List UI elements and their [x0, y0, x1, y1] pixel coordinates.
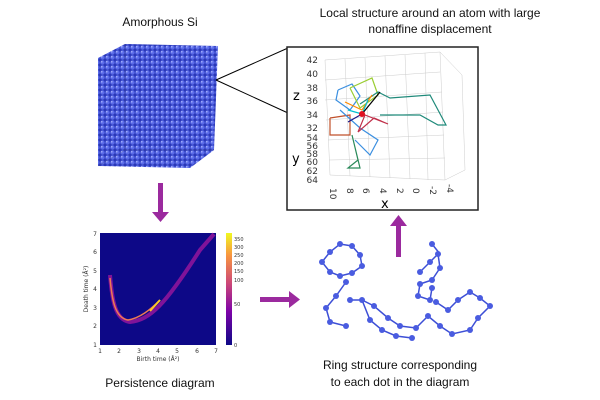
ring-title-1: Ring structure corresponding [322, 358, 478, 372]
z-tick: 38 [307, 84, 319, 94]
ring-structures [319, 241, 493, 341]
svg-text:4: 4 [93, 286, 97, 293]
arrow-up [390, 215, 407, 257]
heatmap-x-ticks: 1 2 3 4 5 6 7 [98, 348, 218, 355]
svg-text:1: 1 [98, 348, 102, 355]
persistence-heatmap [100, 232, 232, 345]
z-axis-label: z [293, 89, 300, 104]
x-axis-label: x [381, 197, 389, 212]
colorbar [226, 233, 232, 345]
x-tick: 6 [360, 188, 370, 194]
x-tick: -2 [427, 186, 437, 195]
svg-text:1: 1 [93, 342, 97, 349]
svg-text:150: 150 [234, 269, 244, 275]
svg-text:0: 0 [234, 343, 237, 349]
svg-text:7: 7 [93, 231, 97, 238]
svg-text:5: 5 [175, 348, 179, 355]
heatmap-hot [149, 299, 161, 312]
svg-text:5: 5 [93, 268, 97, 275]
z-ticks: 42 40 38 36 34 32 [307, 56, 319, 134]
svg-text:6: 6 [195, 348, 199, 355]
svg-text:2: 2 [117, 348, 121, 355]
x-tick: 8 [344, 188, 354, 194]
amorphous-si-cube [97, 44, 218, 168]
z-tick: 32 [307, 124, 318, 134]
y-tick: 54 [307, 134, 319, 144]
y-tick: 58 [307, 150, 319, 160]
svg-text:200: 200 [234, 261, 244, 267]
ring-polygons-3d [329, 77, 447, 169]
svg-text:300: 300 [234, 245, 244, 251]
x-tick: 2 [394, 188, 404, 194]
z-tick: 36 [307, 97, 319, 107]
arrow-right [260, 291, 300, 308]
svg-text:2: 2 [93, 323, 97, 330]
x-tick: -4 [444, 184, 454, 193]
x-tick: 0 [410, 188, 420, 194]
z-tick: 40 [307, 70, 319, 80]
svg-text:100: 100 [234, 278, 244, 284]
svg-text:50: 50 [234, 302, 240, 308]
y-ticks: 54 56 58 60 62 64 [307, 134, 319, 186]
y-tick: 64 [307, 176, 319, 186]
y-tick: 60 [307, 158, 319, 168]
x-tick: 10 [327, 188, 337, 200]
y-axis-label: y [292, 152, 300, 167]
local-title-2: nonaffine displacement [368, 22, 492, 36]
ring-title-2: to each dot in the diagram [330, 375, 470, 389]
persistence-title: Persistence diagram [105, 376, 215, 390]
heatmap-xlabel: Birth time (Å²) [137, 356, 180, 363]
svg-text:4: 4 [156, 348, 160, 355]
heatmap-peak [109, 277, 161, 321]
plot3d-grid [324, 51, 466, 181]
svg-text:350: 350 [234, 237, 244, 243]
x-tick: 4 [377, 188, 387, 194]
svg-text:250: 250 [234, 253, 244, 259]
zoom-line-top [215, 47, 289, 81]
arrow-down [152, 183, 169, 222]
amorphous-title: Amorphous Si [122, 15, 198, 29]
y-tick: 56 [307, 142, 319, 152]
colorbar-ticks: 350 300 250 200 150 100 50 0 [234, 237, 244, 349]
svg-text:3: 3 [137, 348, 141, 355]
z-tick: 34 [307, 111, 319, 121]
local-title-1: Local structure around an atom with larg… [319, 6, 541, 20]
heatmap-y-ticks: 1 2 3 4 5 6 7 [93, 231, 97, 349]
svg-text:7: 7 [214, 348, 218, 355]
zoom-line-bottom [215, 79, 289, 114]
x-ticks: 10 8 6 4 2 0 -2 -4 [327, 184, 454, 200]
local-structure-panel [286, 46, 479, 211]
svg-text:6: 6 [93, 249, 97, 256]
heatmap-ylabel: Death time (Å²) [83, 266, 90, 313]
y-tick: 62 [307, 167, 318, 177]
svg-text:3: 3 [93, 305, 97, 312]
z-tick: 42 [307, 56, 318, 66]
